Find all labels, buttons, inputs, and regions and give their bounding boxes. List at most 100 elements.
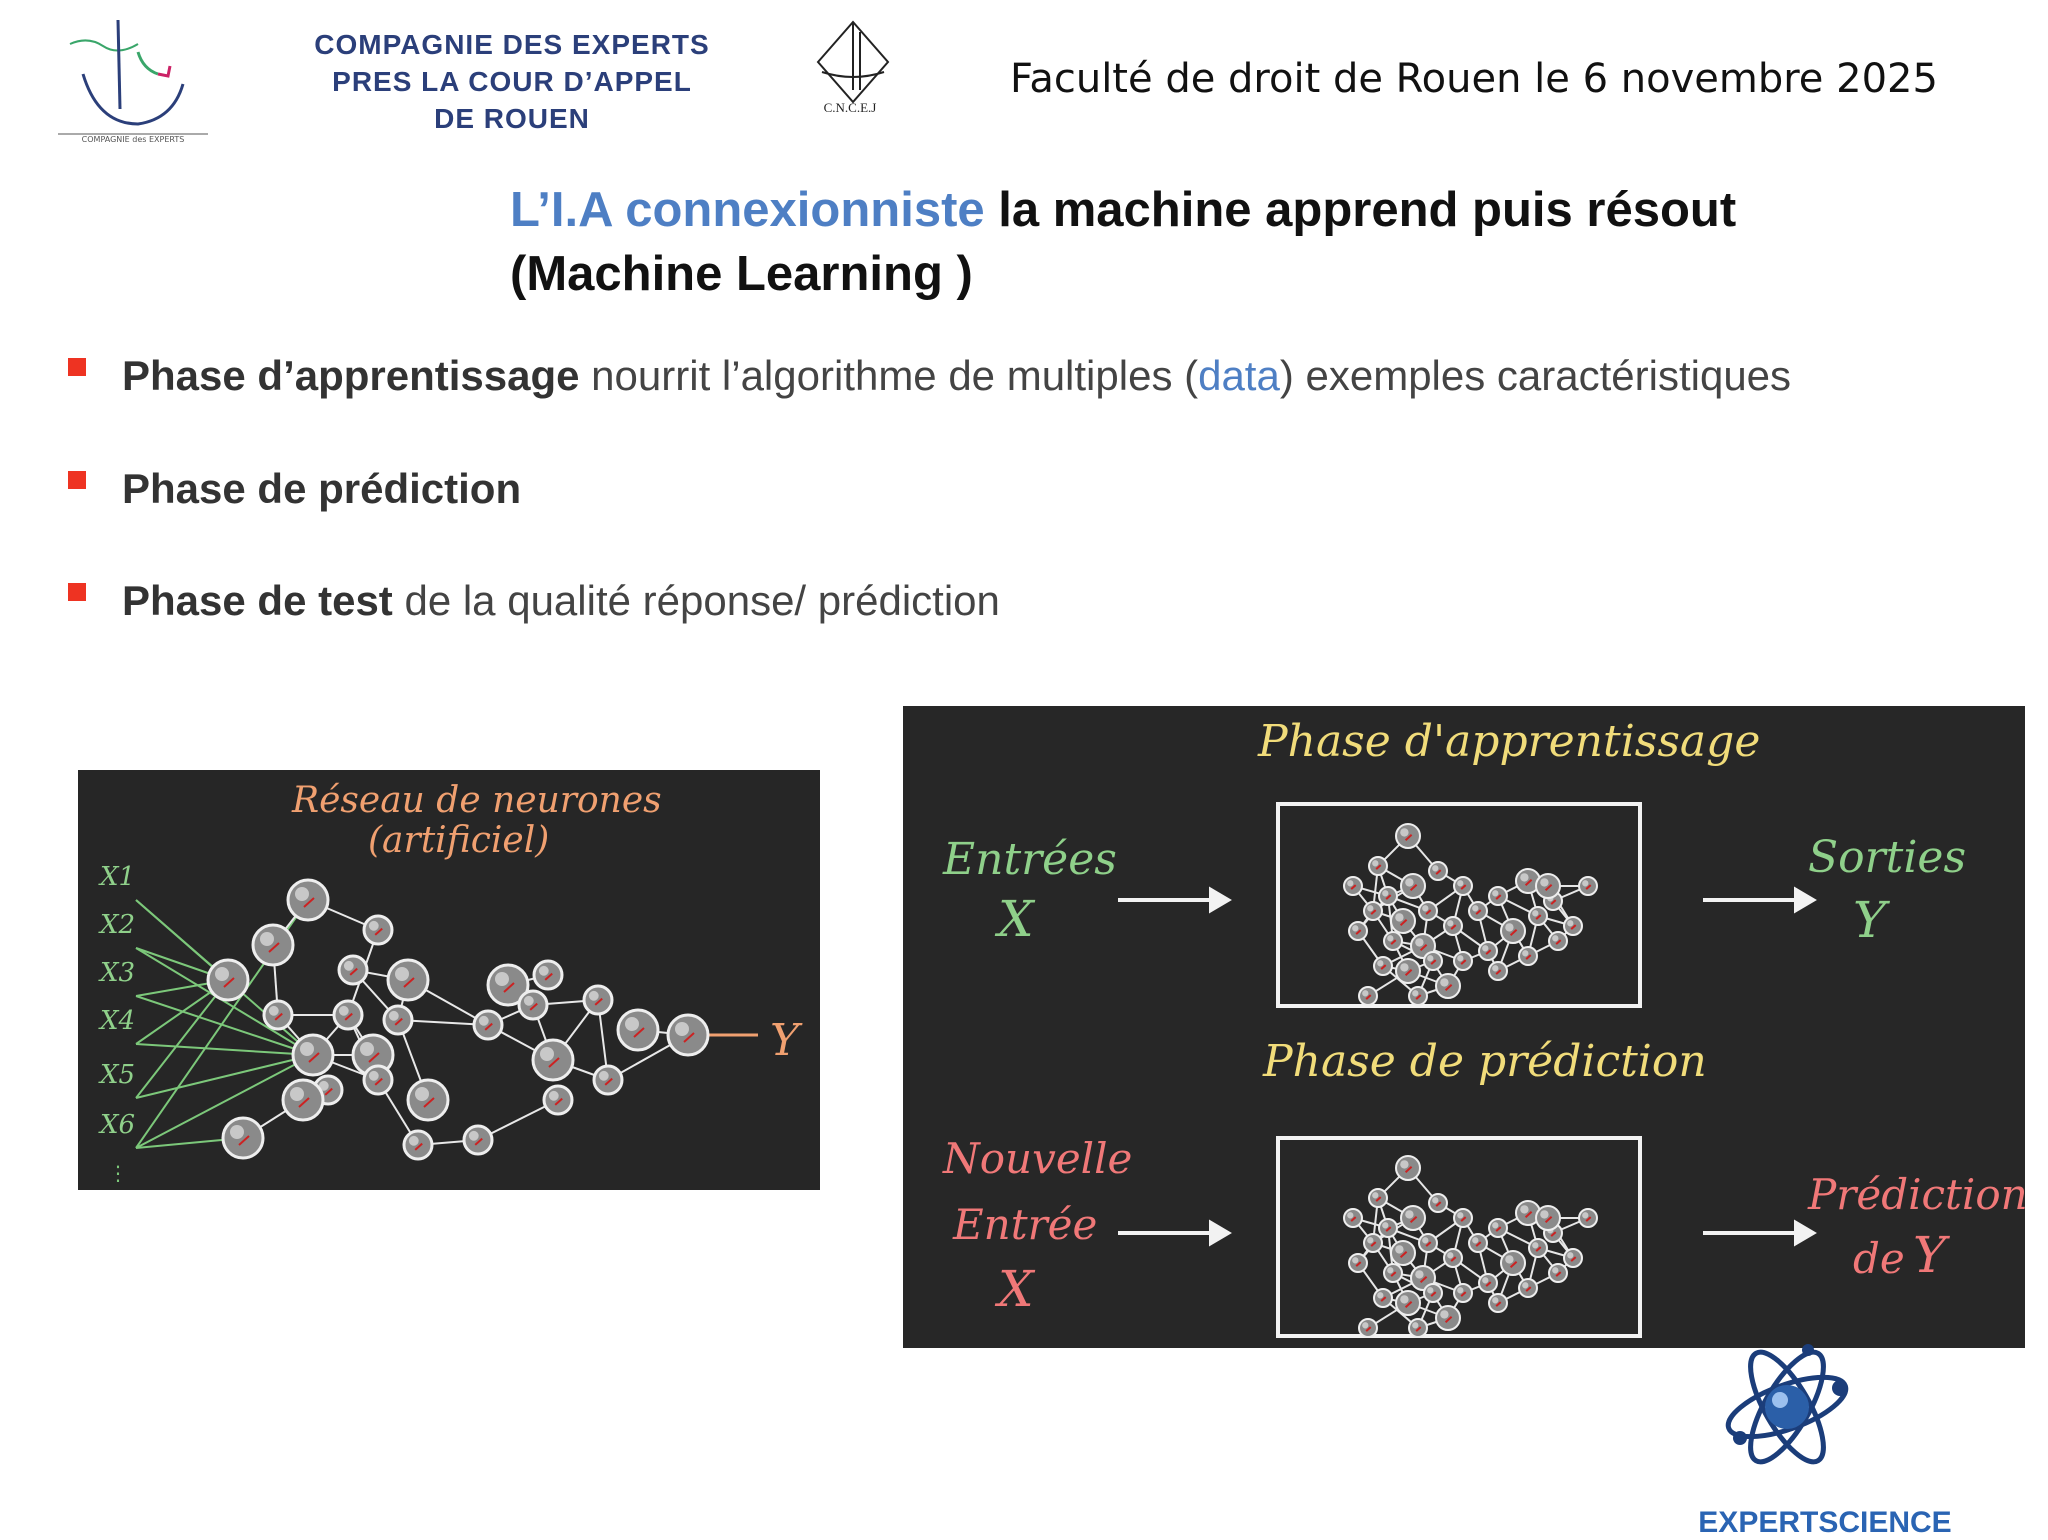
neuron-node: [1528, 1238, 1548, 1258]
input-x1: X1: [100, 862, 136, 892]
neuron-node: [1428, 861, 1448, 881]
inputs-var: X: [998, 890, 1034, 948]
neuron-node: [1368, 856, 1388, 876]
slide-title: L’I.A connexionniste la machine apprend …: [510, 178, 1910, 306]
company-line-2: PRES LA COUR D’APPEL: [332, 66, 692, 97]
neuron-node: [1423, 1283, 1443, 1303]
title-rest: la machine apprend puis résout: [984, 183, 1737, 237]
neuron-node: [1453, 1283, 1473, 1303]
neuron-node: [1488, 1293, 1508, 1313]
phase1-title: Phase d'apprentissage: [1258, 716, 1761, 767]
bullet-apprentissage: Phase d’apprentissage nourrit l’algorith…: [122, 352, 1792, 399]
neuron-node: [1453, 1208, 1473, 1228]
neural-network-image: Réseau de neurones (artificiel) ⋮ X1 X2 …: [78, 770, 820, 1190]
network-title-line1: Réseau de neurones: [292, 780, 662, 821]
output-y: Y: [770, 1015, 800, 1066]
neuron-node: [332, 999, 364, 1031]
neuron-node: [1563, 916, 1583, 936]
bullet-icon: [68, 471, 86, 489]
neuron-node: [1418, 901, 1438, 921]
neuron-node: [592, 1064, 624, 1096]
neuron-node: [1395, 958, 1421, 984]
prediction-var: Y: [1913, 1226, 1947, 1284]
neuron-node: [1518, 1278, 1538, 1298]
neuron-node: [1383, 1263, 1403, 1283]
phases-diagram: [1118, 802, 1817, 1338]
svg-text:⋮: ⋮: [108, 1161, 128, 1185]
neuron-node: [1535, 873, 1561, 899]
company-line-1: COMPAGNIE DES EXPERTS: [314, 29, 710, 60]
neuron-node: [362, 1064, 394, 1096]
neuron-node: [616, 1008, 660, 1052]
neuron-node: [1373, 956, 1393, 976]
cncej-logo: [808, 12, 898, 122]
neuron-node: [1478, 1273, 1498, 1293]
inputs-label: Entrées: [943, 834, 1117, 885]
neuron-node: [1528, 906, 1548, 926]
new-input-line1: Nouvelle: [943, 1134, 1133, 1183]
neuron-node: [291, 1033, 335, 1077]
neuron-node: [1468, 1233, 1488, 1253]
neuron-node: [1548, 931, 1568, 951]
neuron-node: [1488, 1218, 1508, 1238]
company-name: COMPAGNIE DES EXPERTS PRES LA COUR D’APP…: [262, 26, 762, 137]
neuron-node: [532, 959, 564, 991]
input-x5: X5: [100, 1060, 136, 1090]
neuron-node: [517, 989, 549, 1021]
bullet-test: Phase de test de la qualité réponse/ pré…: [122, 577, 1000, 624]
new-input-line2: Entrée: [953, 1200, 1098, 1249]
neuron-node: [666, 1013, 710, 1057]
neuron-node: [1443, 1248, 1463, 1268]
neuron-node: [1453, 951, 1473, 971]
neuron-node: [286, 878, 330, 922]
neuron-node: [362, 914, 394, 946]
neuron-node: [1390, 908, 1416, 934]
outputs-var: Y: [1853, 891, 1887, 949]
neuron-node: [1378, 1218, 1398, 1238]
neuron-node: [1408, 986, 1428, 1006]
title-highlight: L’I.A connexionniste: [510, 183, 985, 237]
neuron-node: [1390, 1240, 1416, 1266]
neuron-node: [1578, 876, 1598, 896]
neuron-node: [221, 1116, 265, 1160]
neuron-node: [582, 984, 614, 1016]
svg-text:COMPAGNIE des EXPERTS: COMPAGNIE des EXPERTS: [82, 135, 185, 144]
neuron-node: [1348, 1253, 1368, 1273]
compagnie-logo: COMPAGNIE des EXPERTS: [58, 14, 208, 144]
expertscience-brand: EXPERTSCIENCE: [1698, 1506, 1952, 1539]
neuron-node: [1358, 986, 1378, 1006]
neuron-node: [337, 954, 369, 986]
neuron-node: [1418, 1233, 1438, 1253]
neuron-node: [1348, 921, 1368, 941]
neuron-node: [251, 923, 295, 967]
network-diagram: ⋮: [108, 878, 758, 1185]
neuron-node: [1488, 886, 1508, 906]
neuron-node: [1535, 1205, 1561, 1231]
neuron-node: [281, 1078, 325, 1122]
neuron-node: [262, 999, 294, 1031]
neuron-node: [1453, 876, 1473, 896]
neuron-node: [1368, 1188, 1388, 1208]
neuron-node: [1548, 1263, 1568, 1283]
neuron-node: [386, 958, 430, 1002]
phase2-title: Phase de prédiction: [1263, 1036, 1707, 1087]
prediction-line2: de: [1853, 1234, 1905, 1283]
neuron-node: [531, 1038, 575, 1082]
input-x2: X2: [100, 910, 136, 940]
neuron-node: [1488, 961, 1508, 981]
prediction-line1: Prédiction: [1808, 1170, 2025, 1219]
neuron-node: [1373, 1288, 1393, 1308]
neuron-node: [1400, 873, 1426, 899]
neuron-node: [402, 1129, 434, 1161]
neuron-node: [472, 1009, 504, 1041]
neuron-node: [1363, 901, 1383, 921]
neuron-node: [1378, 886, 1398, 906]
input-x3: X3: [100, 958, 136, 988]
neuron-node: [1478, 941, 1498, 961]
neuron-node: [1395, 823, 1421, 849]
neuron-node: [542, 1084, 574, 1116]
new-input-var: X: [998, 1260, 1034, 1318]
neuron-node: [1383, 931, 1403, 951]
neuron-node: [1395, 1290, 1421, 1316]
bullet-icon: [68, 583, 86, 601]
